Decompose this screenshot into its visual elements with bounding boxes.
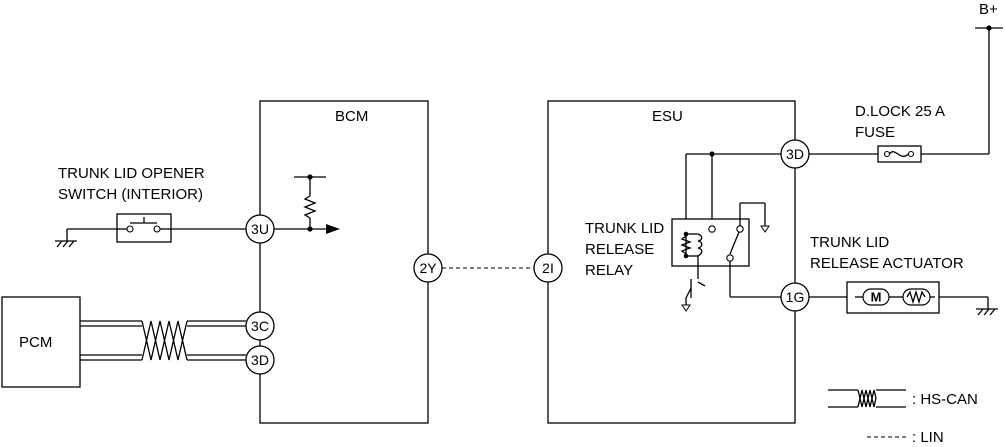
relay-label-line2: RELEASE xyxy=(585,241,654,258)
pcm-label: PCM xyxy=(19,334,52,351)
svg-text:3C: 3C xyxy=(251,318,269,334)
motor-label: M xyxy=(871,290,882,305)
relay-label-line1: TRUNK LID xyxy=(585,220,664,237)
esu-3d-internal-wiring xyxy=(685,151,781,234)
actuator-label-line2: RELEASE ACTUATOR xyxy=(810,255,964,272)
svg-text:2I: 2I xyxy=(542,260,554,276)
switch-label-line2: SWITCH (INTERIOR) xyxy=(58,186,203,203)
svg-text:2Y: 2Y xyxy=(419,260,437,276)
esu-label: ESU xyxy=(652,108,683,125)
actuator-label-line1: TRUNK LID xyxy=(810,234,889,251)
bcm-pullup-resistor xyxy=(274,174,340,234)
terminal-bcm-3d: 3D xyxy=(245,345,275,375)
actuator-symbol xyxy=(808,281,998,316)
relay-label-line3: RELAY xyxy=(585,262,633,279)
bcm-label: BCM xyxy=(335,108,368,125)
legend-lin-label: : LIN xyxy=(912,429,944,446)
terminal-esu-3d: 3D xyxy=(780,139,810,169)
switch-label-line1: TRUNK LID OPENER xyxy=(58,165,205,182)
b-plus-supply xyxy=(975,25,1003,154)
svg-text:3U: 3U xyxy=(251,221,269,237)
b-plus-label: B+ xyxy=(979,1,998,18)
terminal-bcm-2y: 2Y xyxy=(413,253,443,283)
fuse-label-line1: D.LOCK 25 A xyxy=(855,103,945,120)
relay-to-1g-wire xyxy=(729,261,781,298)
opener-switch-symbol xyxy=(55,213,246,248)
terminal-bcm-3c: 3C xyxy=(245,311,275,341)
pcm-module xyxy=(1,296,81,388)
svg-text:1G: 1G xyxy=(786,289,805,305)
fuse-label-line2: FUSE xyxy=(855,124,895,141)
svg-text:3D: 3D xyxy=(251,352,269,368)
terminal-esu-1g: 1G xyxy=(780,282,810,312)
legend-hs-can-symbol xyxy=(828,389,906,408)
legend-hs-can-label: : HS-CAN xyxy=(912,391,978,408)
bcm-module xyxy=(259,100,429,424)
relay-symbol xyxy=(671,202,770,312)
hs-can-twisted-pair xyxy=(80,320,246,361)
terminal-bcm-3u: 3U xyxy=(245,214,275,244)
fuse-symbol xyxy=(808,145,989,163)
terminal-esu-2i: 2I xyxy=(533,253,563,283)
svg-text:3D: 3D xyxy=(786,146,804,162)
